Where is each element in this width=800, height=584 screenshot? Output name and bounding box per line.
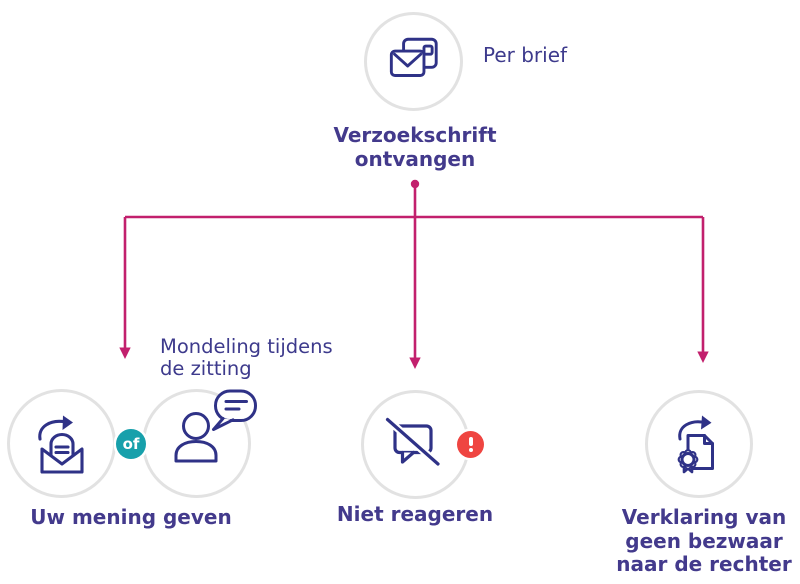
node-title-verzoekschrift: Verzoekschrift ontvangen [300,123,530,171]
node-circle-verklaring [645,390,753,498]
person-speaking-icon [174,389,257,463]
mail-received-icon [389,37,438,77]
node-title-verklaring: Verklaring van geen bezwaar naar de rech… [606,505,800,577]
node-title-line: Uw mening geven [30,505,232,529]
document-seal-icon [677,415,714,474]
node-title-line: geen bezwaar [625,528,783,553]
letter-send-icon [38,415,84,474]
node-title-line: naar de rechter [616,552,792,576]
exclamation-icon [468,436,473,453]
annotation-line: Mondeling tijdens [160,335,333,358]
per-brief-label: Per brief [483,43,568,67]
node-title-line: Verklaring van [621,505,787,529]
annotation-mondeling: Mondeling tijdens de zitting [160,336,333,379]
node-title-line: Niet reageren [336,502,494,526]
node-title-uw-mening-geven: Uw mening geven [11,505,251,530]
node-title-line: Verzoekschrift [333,123,497,147]
annotation-line: de zitting [160,356,252,380]
exclamation-bar [468,436,473,446]
node-title-niet-reageren: Niet reageren [332,502,498,527]
or-badge-label: of [122,435,140,453]
alert-badge [457,431,484,458]
exclamation-dot [468,448,473,453]
no-reply-icon [383,415,442,468]
or-badge: of [116,429,146,459]
node-title-line: ontvangen [354,146,476,171]
